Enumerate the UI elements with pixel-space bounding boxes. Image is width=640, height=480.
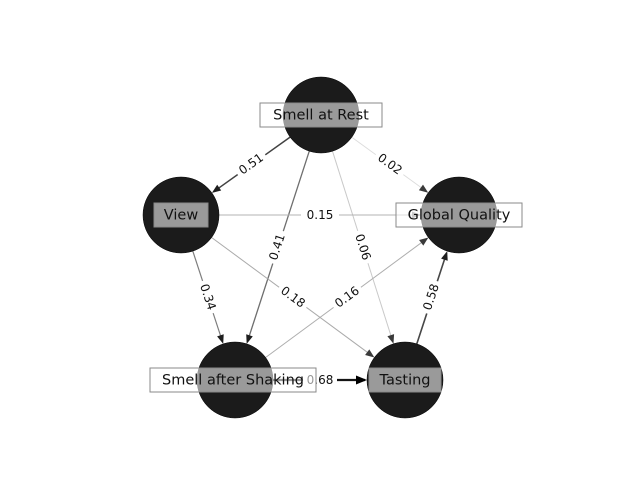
node-label-global-quality: Global Quality <box>395 202 523 228</box>
node-label-box <box>368 367 442 393</box>
edge-weight-smellatrest-tasting: 0.06 <box>350 228 376 266</box>
arrowhead-to-view <box>211 184 222 193</box>
node-label-box <box>153 202 209 228</box>
node-label-box <box>149 367 317 393</box>
arrowhead-to-tasting-from-view <box>365 349 375 358</box>
node-label-text: Smell at Rest <box>273 108 369 124</box>
edge-weight-view-globalquality: 0.15 <box>301 207 339 223</box>
node-label-text: View <box>164 208 199 224</box>
arrowhead-to-smellaftershaking-from-view <box>217 334 224 344</box>
edge-label-patch <box>301 207 339 223</box>
node-labels: Smell at Rest View Global Quality Smell … <box>149 102 523 393</box>
edge-label-patch <box>350 228 376 266</box>
edge-label-patch <box>328 280 366 314</box>
node-label-view: View <box>153 202 209 228</box>
edge-weight-tasting-globalquality: 0.58 <box>418 278 444 316</box>
edge-weight-view-tasting: 0.18 <box>274 280 312 314</box>
node-label-smell-after-shaking: Smell after Shaking <box>149 367 317 393</box>
arrowhead-to-globalquality-from-smellaftershaking <box>419 237 429 246</box>
edge-weight-view-smellaftershaking: 0.34 <box>195 278 221 316</box>
edge-arrowheads <box>211 184 448 385</box>
edge-label-patch <box>371 147 409 181</box>
edge-weight-smellatrest-view: 0.51 <box>232 147 270 181</box>
node-label-text: Smell after Shaking <box>162 373 304 389</box>
arrowhead-to-tasting-from-smellaftershaking <box>356 375 367 385</box>
arrowhead-to-globalquality-from-smellatrest <box>418 184 429 193</box>
edge-weight-label: 0.15 <box>307 208 334 222</box>
edge-weight-smellatrest-smellaftershaking: 0.41 <box>264 228 290 266</box>
edge-label-patch <box>232 147 270 181</box>
node-label-box <box>259 102 383 128</box>
edge-label-patch <box>418 278 444 316</box>
edge-weight-smellaftershaking-globalquality: 0.16 <box>328 280 366 314</box>
node-label-tasting: Tasting <box>368 367 442 393</box>
node-circles <box>142 76 498 419</box>
arrowhead-to-tasting-from-smellatrest <box>387 334 395 344</box>
edge-label-patch <box>195 278 221 316</box>
edge-labels: 0.51 0.02 0.41 0.06 0.15 0.34 0.18 0.16 <box>195 147 444 388</box>
edge-weight-smellatrest-globalquality: 0.02 <box>371 147 409 181</box>
node-label-text: Global Quality <box>408 208 511 224</box>
node-label-text: Tasting <box>378 373 430 389</box>
arrowhead-to-globalquality-from-tasting <box>441 251 448 261</box>
arrowhead-to-smellaftershaking-from-smellatrest <box>246 334 253 344</box>
edge-label-patch <box>274 280 312 314</box>
node-label-box <box>395 202 523 228</box>
node-label-smell-at-rest: Smell at Rest <box>259 102 383 128</box>
edge-label-patch <box>264 228 290 266</box>
